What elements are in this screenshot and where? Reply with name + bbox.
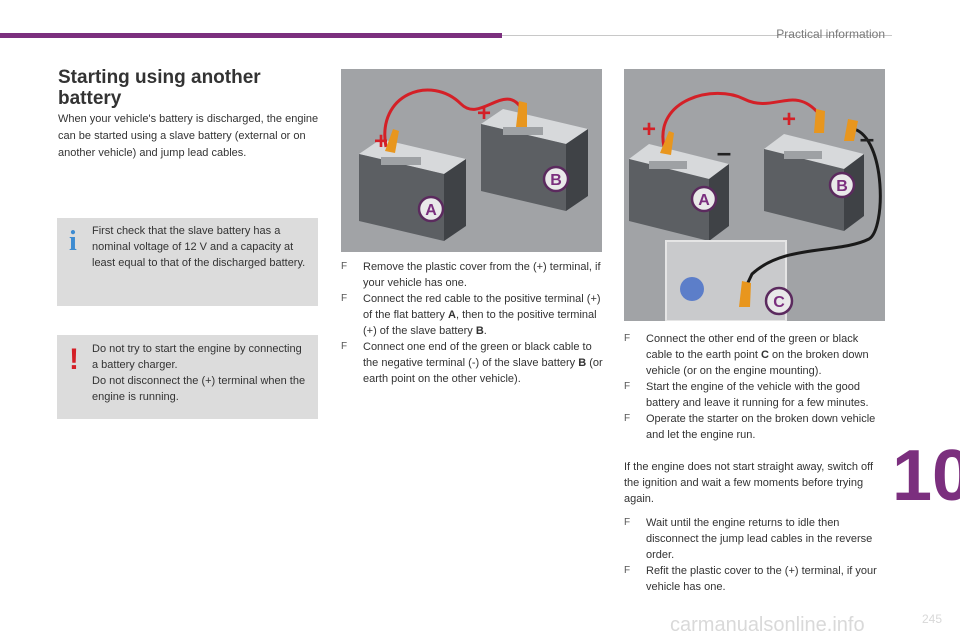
bullet-icon: F: [624, 413, 631, 424]
plus-sign-a: +: [374, 128, 388, 155]
engine-bay-inset: [665, 240, 787, 321]
battery-a-icon: A: [629, 144, 729, 241]
info-icon: i: [69, 226, 77, 257]
chapter-number: 10: [892, 436, 960, 516]
bullet-icon: F: [624, 381, 631, 392]
clamp-icon: [385, 101, 527, 153]
header-rule: [502, 35, 892, 36]
bullet-icon: F: [624, 333, 631, 344]
plus-sign-a: +: [642, 116, 656, 143]
minus-sign-a: –: [717, 137, 731, 167]
bullet-icon: F: [341, 261, 348, 272]
bullet-icon: F: [341, 293, 348, 304]
warning-text-line-2: Do not disconnect the (+) terminal when …: [92, 375, 306, 403]
label-b: B: [550, 172, 562, 189]
retry-note: If the engine does not start straight aw…: [624, 461, 874, 505]
battery-b-icon: B: [764, 134, 864, 231]
intro-paragraph: When your vehicle's battery is discharge…: [58, 113, 319, 159]
minus-sign-b: –: [860, 123, 874, 153]
info-box: i First check that the slave battery has…: [57, 218, 318, 306]
warning-text: Do not try to start the engine by connec…: [92, 341, 310, 405]
bullet-icon: F: [624, 565, 631, 576]
label-a: A: [698, 192, 710, 209]
clamp-icon: [660, 109, 858, 307]
illustration-earth-connection: A B C + + – –: [624, 69, 885, 321]
warning-text-line-1: Do not try to start the engine by connec…: [92, 343, 302, 371]
warning-icon: !: [69, 343, 79, 376]
plus-sign-b: +: [782, 106, 796, 133]
label-b: B: [836, 178, 848, 195]
page-title: Starting using another battery: [58, 67, 261, 109]
bullet-icon: F: [624, 517, 631, 528]
illustration-red-cable: A B + +: [341, 69, 602, 252]
battery-a-icon: A: [359, 139, 466, 241]
section-name: Practical information: [776, 27, 885, 41]
info-text: First check that the slave battery has a…: [92, 225, 306, 269]
bullet-icon: F: [341, 341, 348, 352]
watermark: carmanualsonline.info: [670, 614, 865, 636]
warning-box: ! Do not try to start the engine by conn…: [57, 335, 318, 419]
plus-sign-b: +: [477, 100, 491, 127]
battery-diagram-1: A B + +: [359, 88, 588, 241]
page-number: 245: [921, 612, 942, 626]
battery-b-icon: B: [481, 109, 588, 211]
label-a: A: [425, 202, 437, 219]
header-accent-bar: [0, 33, 502, 38]
label-c: C: [773, 294, 785, 311]
battery-diagram-2: A B C + + – –: [629, 91, 882, 321]
